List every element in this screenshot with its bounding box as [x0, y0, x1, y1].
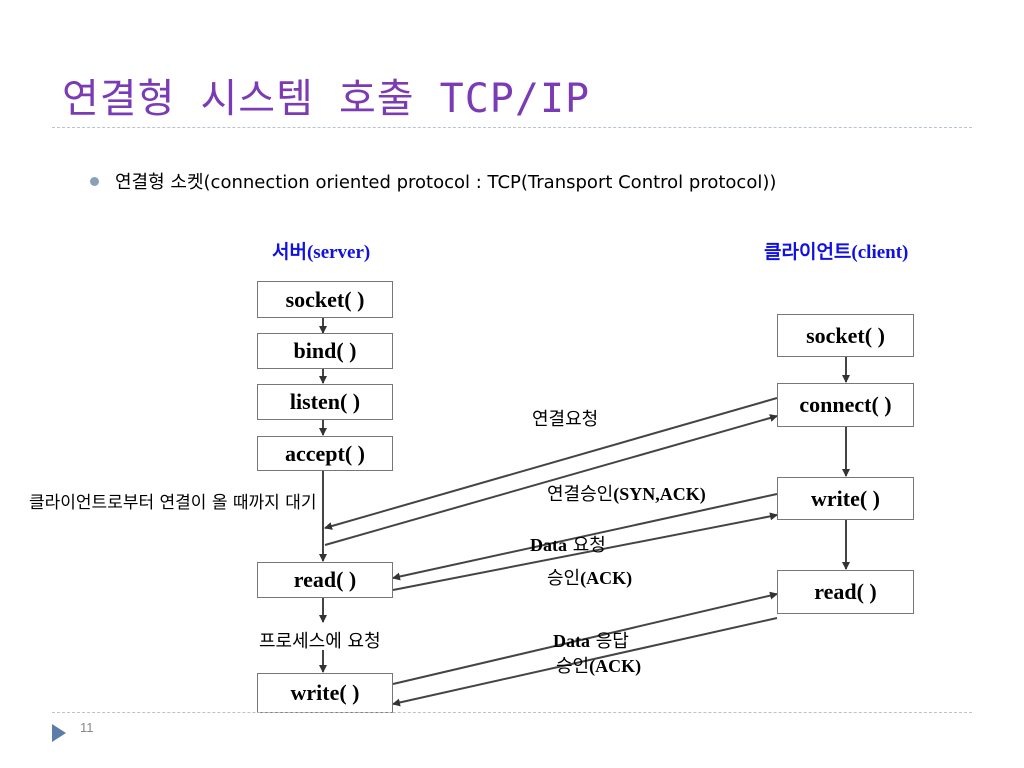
server-write-box: write( ) — [257, 673, 393, 713]
server-socket-box: socket( ) — [257, 281, 393, 318]
top-divider — [52, 127, 972, 128]
wait-label: 클라이언트로부터 연결이 올 때까지 대기 — [29, 493, 317, 513]
data-request-label: Data 요청 — [530, 531, 606, 557]
bullet-text: 연결형 소켓(connection oriented protocol : TC… — [115, 172, 777, 193]
ack-label-2: 승인(ACK) — [556, 652, 641, 678]
server-accept-box: accept( ) — [257, 436, 393, 471]
data-response-label: Data 응답 — [553, 627, 629, 653]
data-request-ko: 요청 — [567, 535, 606, 556]
client-read-box: read( ) — [777, 570, 914, 614]
bottom-divider — [52, 712, 972, 713]
client-connect-box: connect( ) — [777, 383, 914, 427]
ack1-latin: (ACK) — [580, 568, 633, 588]
bullet-dot-icon — [90, 176, 99, 186]
arrow-data-response — [392, 591, 778, 685]
client-header-latin: (client) — [851, 242, 909, 263]
client-header: 클라이언트(client) — [764, 237, 908, 264]
connect-request-label: 연결요청 — [532, 409, 599, 430]
ack1-ko: 승인 — [547, 568, 581, 589]
ack-label-1: 승인(ACK) — [547, 564, 632, 590]
arrow-ack-2 — [392, 617, 778, 707]
server-header: 서버(server) — [272, 237, 370, 264]
page-title: 연결형 시스템 호출 TCP/IP — [62, 76, 591, 122]
connect-ack-latin: (SYN,ACK) — [613, 484, 706, 504]
connect-ack-ko: 연결승인 — [547, 484, 614, 505]
data-request-latin: Data — [530, 535, 567, 555]
ack2-ko: 승인 — [556, 656, 590, 677]
arrow-connect-request — [324, 397, 778, 530]
client-socket-box: socket( ) — [777, 314, 914, 357]
data-response-latin: Data — [553, 631, 590, 651]
bullet-item: 연결형 소켓(connection oriented protocol : TC… — [90, 168, 776, 194]
data-response-ko: 응답 — [590, 631, 629, 652]
server-bind-box: bind( ) — [257, 333, 393, 369]
arrow-ack-1 — [392, 512, 778, 591]
server-header-latin: (server) — [306, 242, 371, 263]
connect-ack-label: 연결승인(SYN,ACK) — [547, 480, 706, 506]
client-write-box: write( ) — [777, 477, 914, 520]
arrow-data-request — [392, 493, 778, 581]
process-request-label: 프로세스에 요청 — [259, 631, 381, 652]
arrow-connect-ack — [324, 414, 778, 546]
server-header-ko: 서버 — [272, 241, 307, 263]
server-read-box: read( ) — [257, 562, 393, 598]
server-listen-box: listen( ) — [257, 384, 393, 420]
footer-triangle-icon — [52, 724, 66, 742]
ack2-latin: (ACK) — [589, 656, 642, 676]
page-number: 11 — [80, 720, 94, 735]
client-header-ko: 클라이언트 — [764, 241, 852, 263]
